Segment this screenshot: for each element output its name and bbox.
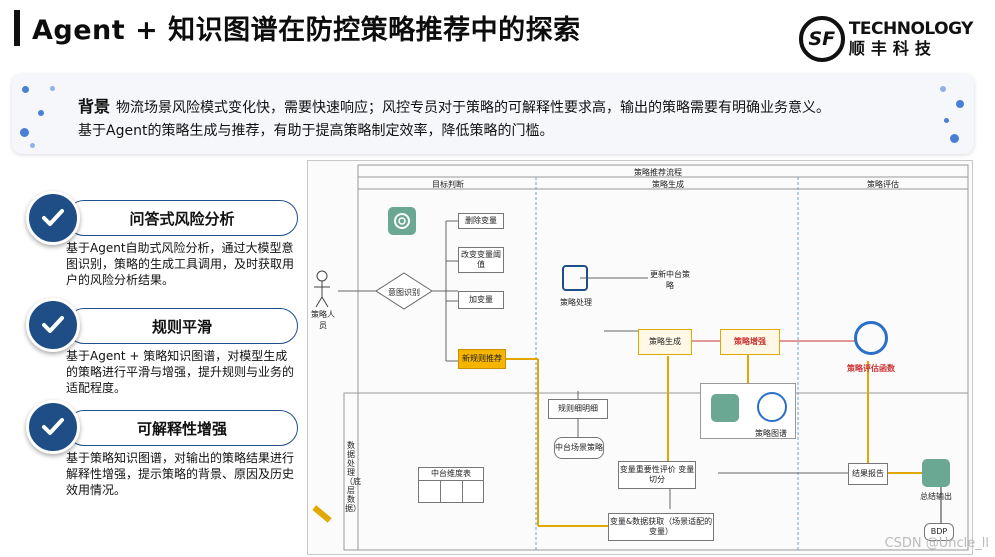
background-line-1: 背景物流场景风险模式变化快，需要快速响应；风控专员对于策略的可解释性要求高，输出… [78, 93, 830, 117]
summary-llm-icon [922, 459, 950, 487]
node-middle-table: 中台场景策略 [554, 437, 604, 459]
lane-strategy-eval: 策略评估 [867, 180, 899, 189]
node-eval-func: 策略评估函数 [847, 364, 895, 373]
lane-goal-judge: 目标判断 [432, 180, 464, 189]
node-middle-dim: 中台维度表 [418, 467, 484, 481]
csdn-watermark: CSDN @Uncle_ll [884, 536, 989, 551]
logo-text-cn: 顺丰科技 [848, 39, 937, 58]
kg-box: 策略图谱 [700, 383, 796, 439]
sf-logo-icon: SF [798, 16, 845, 62]
feature-desc: 基于Agent自助式风险分析，通过大模型意图识别，策略的生成工具调用，及时获取用… [66, 241, 295, 287]
actor-label: 策略人员 [311, 310, 335, 330]
check-icon [26, 191, 80, 245]
llm-agent-icon [388, 207, 416, 235]
flow-lines [314, 164, 969, 551]
logo-text-en: TECHNOLOGY [848, 19, 974, 39]
background-label: 背景 [78, 97, 111, 116]
node-summary: 总结输出 [920, 492, 952, 501]
title-accent-bar [14, 10, 20, 46]
knowledge-graph-icon [757, 392, 787, 422]
feature-desc: 基于策略知识图谱，对输出的策略结果进行解释性增强，提示策略的背景、原因及历史效用… [66, 451, 295, 497]
feature-title: 问答式风险分析 [66, 200, 298, 236]
flow-title: 策略推荐流程 [634, 168, 682, 177]
node-strategy-proc: 策略处理 [560, 298, 592, 307]
node-new-rule: 新规则推荐 [458, 349, 506, 369]
node-strategy-gen: 策略生成 [638, 329, 692, 355]
sf-technology-logo: SF TECHNOLOGY 顺丰科技 [798, 16, 974, 62]
llm-icon [711, 394, 739, 422]
node-var-fetch: 变量&数据获取（场景适配的变量） [608, 513, 714, 541]
node-strategy-enhance: 策略增强 [720, 329, 780, 355]
eval-func-icon [854, 321, 888, 355]
node-rule-detail: 规则细明细 [548, 399, 608, 419]
node-bdp: BDP [924, 523, 954, 541]
page-title: Agent + 知识图谱在防控策略推荐中的探索 [32, 15, 581, 46]
node-kg: 策略图谱 [755, 429, 787, 438]
node-change-var: 改变变量阈值 [458, 247, 504, 273]
feature-title: 可解释性增强 [66, 410, 298, 446]
strategy-proc-icon [562, 265, 588, 291]
node-var-eval: 变量重要性评价 变量切分 [618, 461, 696, 489]
lane-strategy-gen: 策略生成 [652, 180, 684, 189]
background-line-2: 基于Agent的策略生成与推荐，有助于提高策略制定效率，降低策略的门槛。 [78, 123, 554, 139]
node-update-strategy: 更新中台策略 [650, 270, 690, 290]
node-delete-var: 删除变量 [458, 213, 504, 229]
check-icon [26, 400, 80, 454]
feature-title: 规则平滑 [66, 308, 298, 344]
node-report: 结果报告 [848, 463, 888, 485]
node-add-var: 加变量 [458, 291, 504, 309]
lane-data-processing: 数据处理（底层数据） [345, 441, 361, 513]
background-text-1: 物流场景风险模式变化快，需要快速响应；风控专员对于策略的可解释性要求高，输出的策… [116, 100, 831, 116]
dim-table-grid [418, 481, 484, 503]
background-panel [12, 74, 974, 154]
check-icon [26, 298, 80, 352]
strategy-flow-diagram: 策略推荐流程 目标判断 策略生成 策略评估 数据处理（底层数据） 策略人员 意图… [307, 160, 973, 555]
node-intent: 意图识别 [388, 288, 420, 297]
feature-desc: 基于Agent + 策略知识图谱，对模型生成的策略进行平滑与增强，提升规则与业务… [66, 349, 295, 395]
